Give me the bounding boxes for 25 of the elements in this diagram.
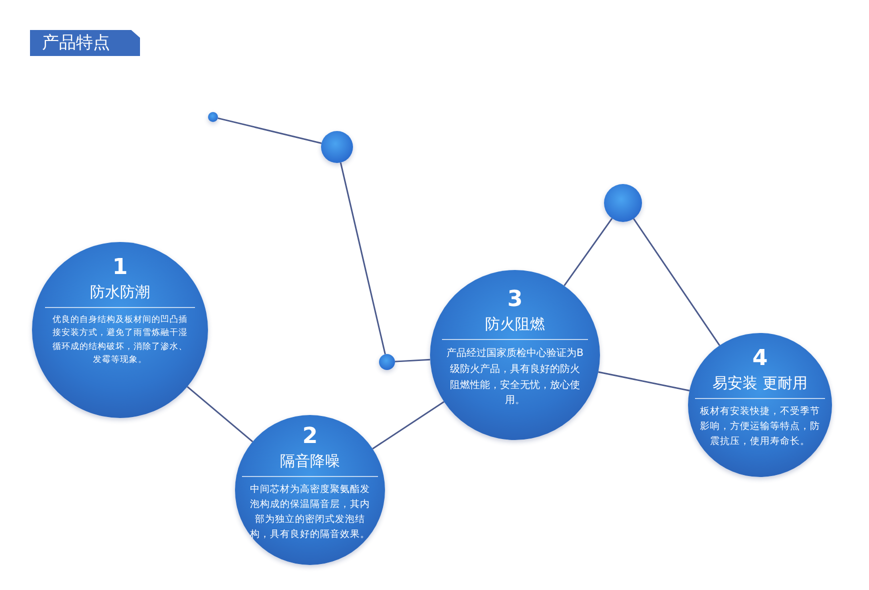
feature-number: 3	[507, 288, 523, 312]
connector-line	[394, 358, 430, 362]
feature-description: 板材有安装快捷，不受季节影响，方便运输等特点，防震抗压，使用寿命长。	[699, 405, 821, 449]
connector-line	[633, 218, 720, 346]
feature-number: 1	[112, 256, 128, 280]
dot	[321, 131, 353, 163]
feature-heading: 隔音降噪	[280, 451, 340, 472]
feature-heading: 易安装 更耐用	[712, 373, 808, 394]
connector-line	[372, 401, 444, 450]
dot	[379, 354, 395, 370]
connector-line	[186, 386, 254, 442]
dot	[604, 184, 642, 222]
feature-heading: 防水防潮	[90, 282, 150, 303]
connector-line	[598, 371, 690, 392]
feature-number: 4	[752, 347, 768, 371]
connector-line	[564, 218, 613, 286]
connector-line	[340, 162, 386, 354]
feature-description: 中间芯材为高密度聚氨酯发泡构成的保温隔音层，其内部为独立的密闭式发泡结构，具有良好的隔音效果。	[249, 483, 371, 542]
connector-line	[218, 117, 322, 144]
feature-description: 优良的自身结构及板材间的凹凸插接安装方式，避免了雨雪炼融干湿循环成的结构破坏，消除了渗水、发霉等现象。	[52, 314, 188, 367]
feature-heading: 防火阻燃	[485, 314, 545, 335]
feature-number: 2	[302, 425, 318, 449]
dot	[208, 112, 218, 122]
title-banner: 产品特点	[30, 30, 140, 56]
feature-description: 产品经过国家质检中心验证为B级防火产品，具有良好的防火阻燃性能，安全无忧，放心使用。	[446, 346, 584, 408]
